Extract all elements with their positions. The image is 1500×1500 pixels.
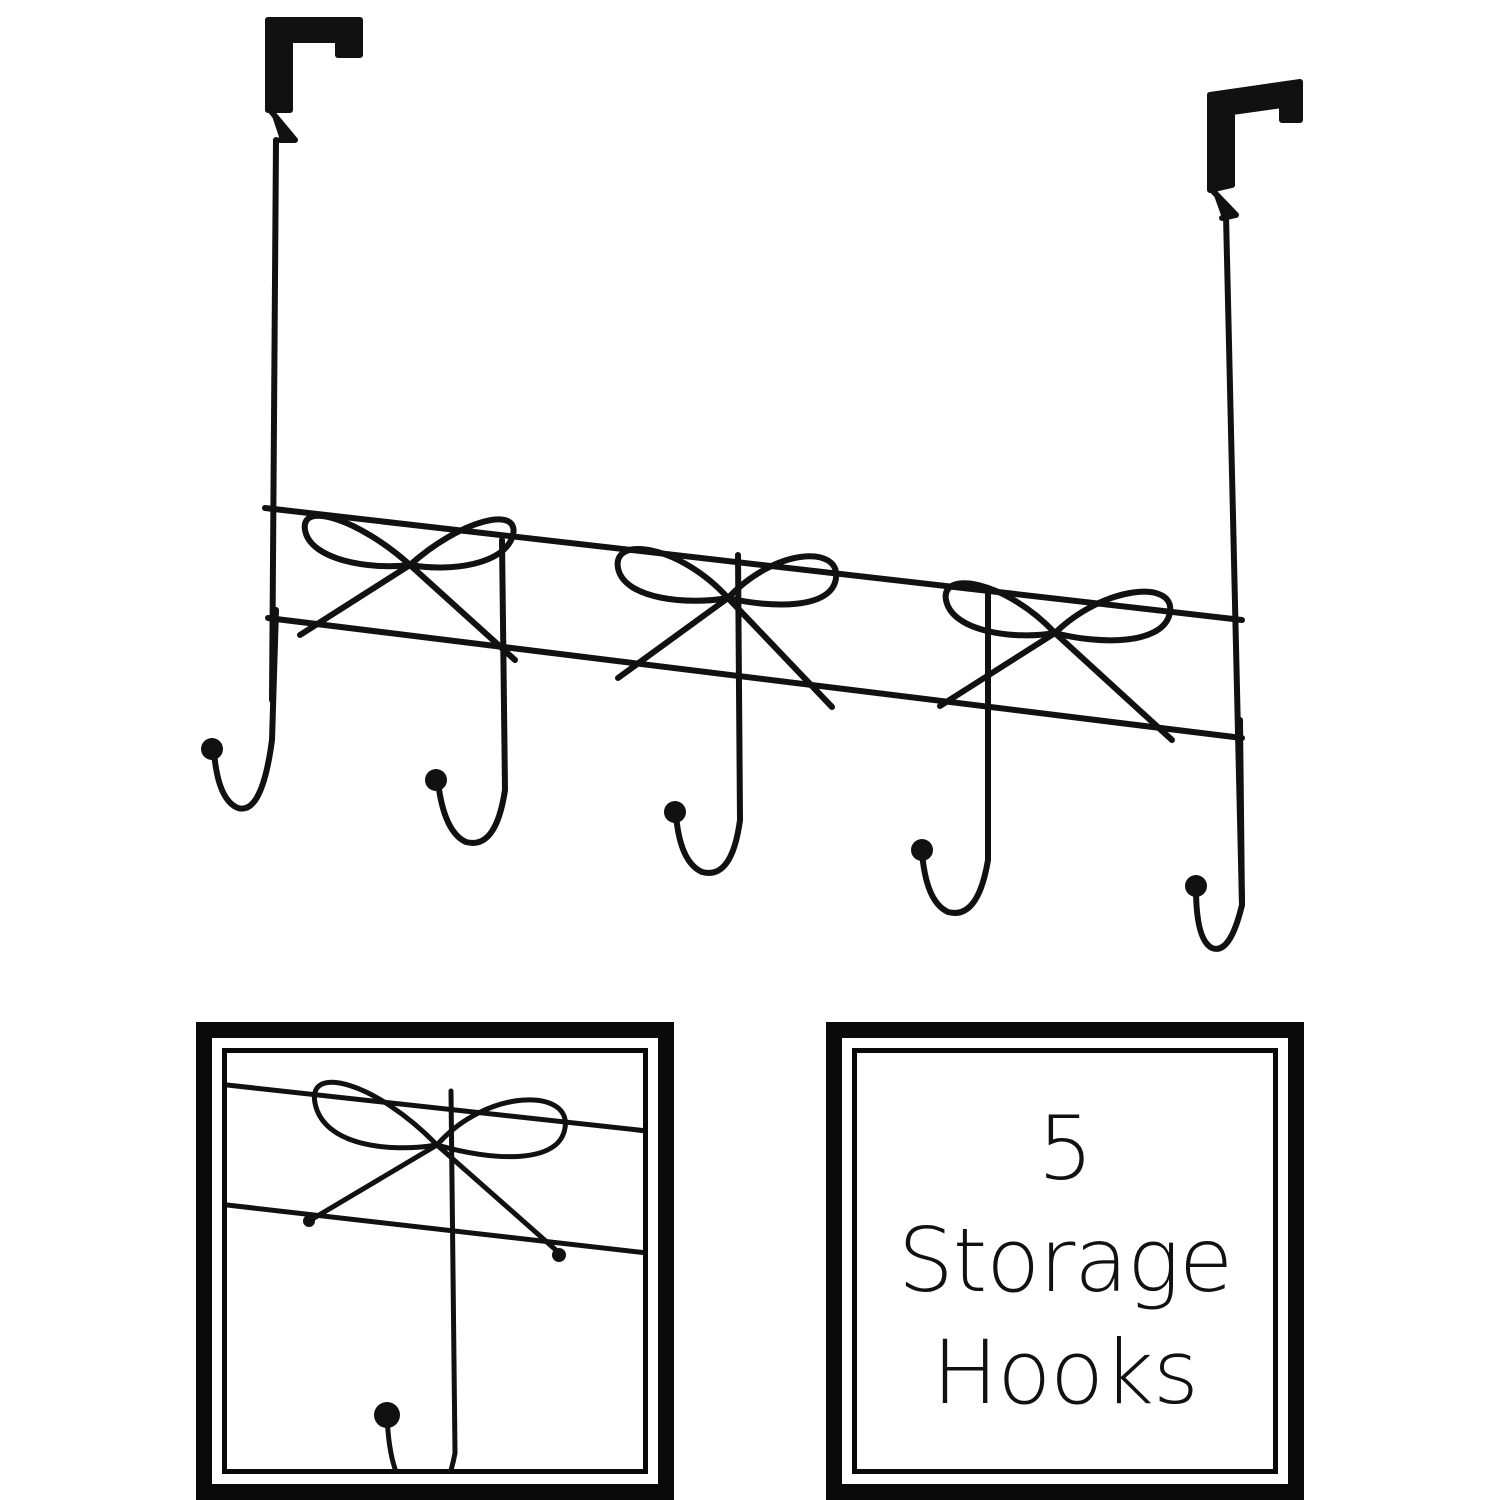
- closeup-bow-tails: [306, 1142, 560, 1254]
- bow-1: [297, 512, 518, 663]
- hook-2-ball: [425, 769, 447, 791]
- left-door-bracket: [265, 17, 363, 113]
- hook-5-ball: [1185, 875, 1207, 897]
- closeup-bow-left: [311, 1079, 440, 1151]
- hook-5: [1193, 717, 1245, 952]
- closeup-bow-right: [434, 1097, 568, 1160]
- caption-storage: Storage: [897, 1209, 1233, 1312]
- bow-3: [937, 580, 1175, 743]
- hook-1-ball: [201, 738, 223, 760]
- detail-zoom-inner: [222, 1048, 648, 1474]
- hook-4-ball: [911, 839, 933, 861]
- hook-3-ball: [664, 801, 686, 823]
- bow-hook-closeup: [227, 1079, 643, 1469]
- detail-zoom-panel: [196, 1022, 674, 1500]
- hook-2: [435, 537, 508, 846]
- left-upright: [269, 137, 279, 703]
- top-rail: [262, 505, 1245, 623]
- feature-caption-inner: 5 Storage Hooks: [852, 1048, 1278, 1474]
- hook-count-number: 5: [1037, 1097, 1094, 1200]
- closeup-hook-ball: [374, 1402, 400, 1428]
- hook-rack-illustration: [201, 17, 1303, 952]
- bottom-rail: [265, 615, 1245, 741]
- bow-2: [614, 546, 840, 710]
- hook-1: [211, 607, 279, 812]
- right-door-bracket: [1207, 79, 1303, 193]
- caption-hooks: Hooks: [932, 1321, 1199, 1424]
- hook-4: [919, 587, 991, 916]
- closeup-hook: [384, 1088, 458, 1469]
- closeup-bottom-rail: [227, 1202, 643, 1256]
- feature-caption-panel: 5 Storage Hooks: [826, 1022, 1304, 1500]
- hook-3: [673, 552, 743, 876]
- closeup-top-rail: [227, 1082, 643, 1134]
